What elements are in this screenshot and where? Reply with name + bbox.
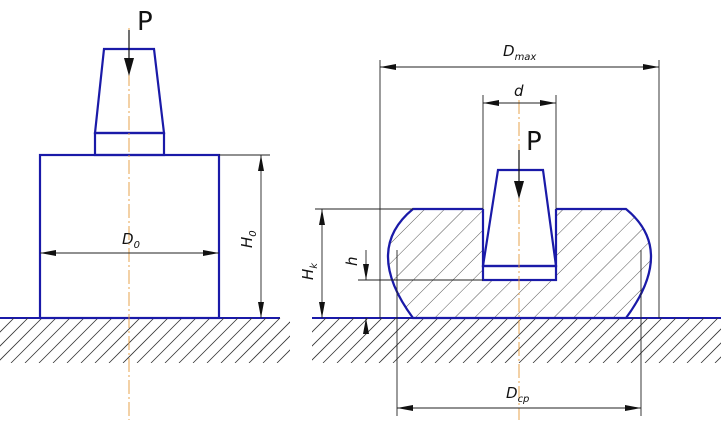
ground-hatch-line <box>434 318 481 363</box>
ground-hatch-line <box>192 318 239 363</box>
ground-hatch-line <box>0 318 43 361</box>
ground-hatch-line <box>336 318 383 363</box>
ground-hatch-line <box>686 328 721 363</box>
right-dcp-arrow-left <box>397 405 413 411</box>
ground-hatch-line <box>560 318 607 363</box>
ground-hatch-line <box>462 318 509 363</box>
ground-hatch-line <box>700 342 721 363</box>
ground-hatch-line <box>0 318 29 347</box>
right-dmax-arrow-right <box>643 64 659 70</box>
left-force-label: P <box>137 7 153 37</box>
ground-hatch-line <box>38 318 85 363</box>
right-hk-arrow-top <box>319 209 325 225</box>
ground-hatch-line <box>364 318 411 363</box>
ground-hatch-line <box>630 318 677 363</box>
ground-hatch-line <box>262 335 290 363</box>
right-force-arrowhead <box>514 181 524 199</box>
right-h-arrow-top <box>363 264 369 280</box>
ground-hatch-line <box>714 356 721 363</box>
ground-hatch-line <box>504 318 551 363</box>
ground-hatch-line <box>312 318 355 361</box>
right-h-arrow-bottom <box>363 318 369 334</box>
left-ground-hatch <box>0 318 290 363</box>
ground-hatch-line <box>312 318 341 347</box>
left-punch-base <box>93 131 166 157</box>
ground-hatch-line <box>322 318 369 363</box>
ground-hatch-line <box>220 318 267 363</box>
ground-hatch-line <box>80 318 127 363</box>
right-dcp-arrow-right <box>625 405 641 411</box>
ground-hatch-line <box>94 318 141 363</box>
left-view: P D0 H0 <box>0 7 290 420</box>
ground-hatch-line <box>66 318 113 363</box>
left-d0-arrow-right <box>203 250 219 256</box>
ground-hatch-line <box>588 318 635 363</box>
right-hk-label: Hk <box>299 262 320 280</box>
ground-hatch-line <box>518 318 565 363</box>
left-punch-cone <box>93 47 166 135</box>
ground-hatch-line <box>0 318 15 333</box>
ground-hatch-line <box>574 318 621 363</box>
left-h0-label: H0 <box>238 230 259 248</box>
right-dmax-arrow-left <box>380 64 396 70</box>
ground-hatch-line <box>10 318 57 363</box>
ground-hatch-line <box>490 318 537 363</box>
right-force-label: P <box>526 127 542 157</box>
ground-hatch-line <box>420 318 467 363</box>
ground-hatch-line <box>602 318 649 363</box>
ground-hatch-line <box>532 318 579 363</box>
ground-hatch-line <box>248 321 290 363</box>
ground-hatch-line <box>178 318 225 363</box>
ground-hatch-line <box>616 318 663 363</box>
left-force-arrowhead <box>124 58 134 76</box>
ground-hatch-line <box>24 318 71 363</box>
ground-hatch-line <box>52 318 99 363</box>
ground-hatch-line <box>476 318 523 363</box>
ground-hatch-line <box>136 318 183 363</box>
right-punch-cavity-fill <box>483 209 556 280</box>
left-h0-arrow-bottom <box>258 302 264 318</box>
right-h-label: h <box>343 256 361 266</box>
ground-hatch-line <box>150 318 197 363</box>
ground-hatch-line <box>108 318 155 363</box>
left-d0-arrow-left <box>40 250 56 256</box>
ground-hatch-line <box>546 318 593 363</box>
ground-hatch-line <box>206 318 253 363</box>
right-d-arrow-right <box>540 100 556 106</box>
right-dcp-label: Dcp <box>506 384 529 405</box>
ground-hatch-line <box>644 318 691 363</box>
ground-hatch-line <box>164 318 211 363</box>
ground-hatch-line <box>122 318 169 363</box>
left-h0-arrow-top <box>258 155 264 171</box>
left-d0-label: D0 <box>122 230 140 251</box>
ground-hatch-line <box>234 318 281 363</box>
ground-hatch-line <box>392 318 439 363</box>
right-view: P Dmax d Hk h Dcp <box>299 42 721 420</box>
ground-hatch-line <box>276 349 290 363</box>
right-workpiece-outline <box>386 207 653 320</box>
right-d-label: d <box>514 82 524 100</box>
ground-hatch-line <box>350 318 397 363</box>
right-dmax-label: Dmax <box>503 42 536 63</box>
right-hk-arrow-bottom <box>319 302 325 318</box>
ground-hatch-line <box>658 318 705 363</box>
ground-hatch-line <box>672 318 719 363</box>
ground-hatch-line <box>378 318 425 363</box>
right-ground-hatch <box>312 318 721 363</box>
right-d-arrow-left <box>483 100 499 106</box>
ground-hatch-line <box>406 318 453 363</box>
ground-hatch-line <box>312 318 327 333</box>
ground-hatch-line <box>448 318 495 363</box>
